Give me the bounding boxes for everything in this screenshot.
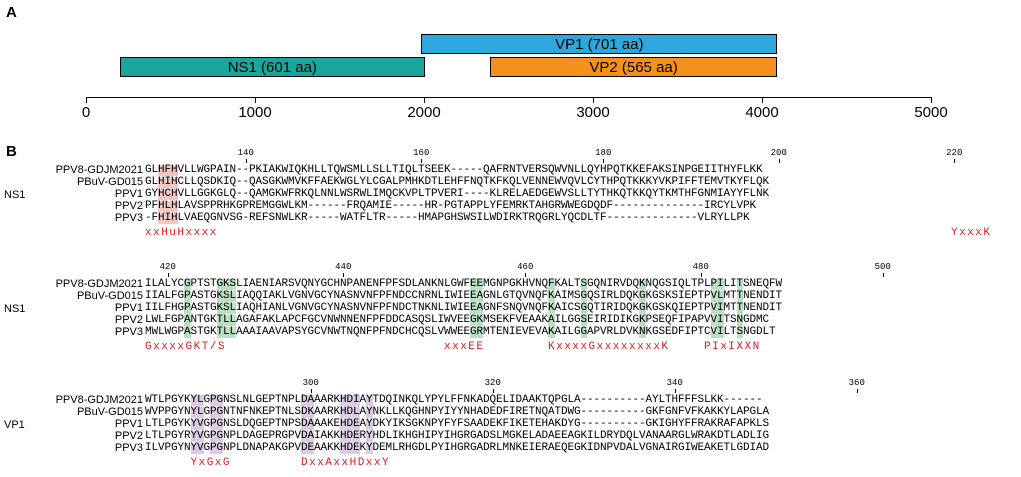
position-mark (525, 273, 527, 277)
axis-tick (255, 97, 256, 103)
sequence-name: PPV2 (114, 200, 143, 212)
position-label: 140 (237, 148, 254, 158)
sequence-name: PPV8-GDJM2021 (55, 394, 143, 406)
position-mark (492, 389, 494, 393)
sequence-row: WTLPGYKYLGPGNSLNLGEPTNPLDAAARKHDIAYTDQIN… (145, 394, 763, 406)
position-label: 320 (484, 378, 501, 388)
sequence-name: PBuV-GD015 (76, 290, 143, 302)
sequence-row: IIALFGPASTGKSLIAQQIAKLVGNVGCYNASNVNFPFND… (145, 290, 783, 302)
position-mark (343, 273, 345, 277)
sequence-row: LTLPGYKYVGPGNSLDQGEPTNPSDAAAKEHDEAYDKYIK… (145, 418, 770, 430)
sequence-row: GLHFHVLLWGPAIN--PKIAKWIQKHLLTQWSMLLSLLTI… (145, 164, 763, 176)
sequence-name: PBuV-GD015 (76, 406, 143, 418)
position-label: 360 (848, 378, 865, 388)
axis-tick-label: 0 (81, 104, 91, 121)
gene-bar-vp1: VP1 (701 aa) (421, 34, 778, 54)
sequence-row: LTLPGYRYVGPGNPLDAGEPRGPVDAIAKKHDERYHDLIK… (145, 430, 770, 442)
sequence-name: PPV3 (114, 326, 143, 338)
position-mark (167, 273, 169, 277)
sequence-row: GLHIHCLLQSDKIQ--QASGKWMVKFFAEKWGLYLCGALP… (145, 176, 770, 188)
sequence-row: WVPPGYNYLGPGNTNFNKEPTNLSDKAARKHDLAYNKLLK… (145, 406, 770, 418)
gene-bar-vp2: VP2 (565 aa) (489, 57, 778, 77)
protein-label: VP1 (4, 419, 25, 431)
motif-label: xxHuHxxxx (145, 227, 218, 239)
sequence-row: LWLFGPANTGKTLLAGAFAKLAPCFGCVNWNNENFPFDDC… (145, 314, 770, 326)
sequence-row: MWLWGPASTGKTLLAAAIAAVAPSYGCVNWTNQNFPFNDC… (145, 326, 776, 338)
position-label: 440 (335, 262, 352, 272)
position-label: 220 (946, 148, 963, 158)
motif-label: YxGxG (190, 457, 232, 469)
sequence-name: PPV3 (114, 442, 143, 454)
axis-tick (86, 97, 87, 103)
sequence-row: GYHCHVLLGGKGLQ--QAMGKWFRKQLNNLWSRWLIMQCK… (145, 188, 770, 200)
motif-label: DxxAxxHDxxY (301, 457, 391, 469)
motif-label: GxxxxGKT/S (145, 341, 227, 353)
protein-label: NS1 (4, 189, 26, 201)
motif-label: YxxxK (951, 227, 992, 239)
protein-label: NS1 (4, 303, 26, 315)
position-label: 420 (159, 262, 176, 272)
sequence-name: PPV2 (114, 430, 143, 442)
axis-tick-label: 2000 (407, 104, 441, 121)
position-label: 180 (595, 148, 612, 158)
sequence-row: -FHIHLVAEQGNVSG-REFSNWLKR-----WATFLTR---… (145, 212, 750, 224)
position-mark (856, 389, 858, 393)
sequence-row: ILALYCGPTSTGKSLIAENIARSVQNYGCHNPANENFPFS… (145, 278, 783, 290)
position-mark (674, 389, 676, 393)
axis-tick (424, 97, 425, 103)
position-mark (421, 159, 423, 163)
axis-tick (593, 97, 594, 103)
sequence-name: PPV1 (114, 302, 143, 314)
sequence-name: PPV1 (114, 418, 143, 430)
sequence-row: IILFHGPASTGKSLIAQHIANLVGNVGCYNASNVNFPFND… (145, 302, 783, 314)
motif-label: KxxxxGxxxxxxxxK (548, 341, 670, 353)
axis-tick-label: 5000 (914, 104, 948, 121)
position-mark (245, 159, 247, 163)
position-label: 480 (692, 262, 709, 272)
sequence-name: PPV1 (114, 188, 143, 200)
position-label: 460 (517, 262, 534, 272)
position-label: 200 (770, 148, 787, 158)
position-label: 340 (666, 378, 683, 388)
sequence-row: PFHLHLAVSPPRHKGPREMGGWLKM------FRQAMIE--… (145, 200, 757, 212)
axis-tick-label: 3000 (576, 104, 610, 121)
axis-tick (931, 97, 932, 103)
sequence-name: PPV8-GDJM2021 (55, 278, 143, 290)
position-mark (778, 159, 780, 163)
axis-tick-label: 4000 (745, 104, 779, 121)
panel-a-label: A (6, 4, 17, 21)
sequence-name: PPV3 (114, 212, 143, 224)
sequence-name: PPV2 (114, 314, 143, 326)
axis-tick (762, 97, 763, 103)
sequence-name: PBuV-GD015 (76, 176, 143, 188)
position-label: 160 (413, 148, 430, 158)
panel-b-label: B (6, 143, 17, 160)
gene-bar-ns1: NS1 (601 aa) (119, 57, 425, 77)
position-mark (882, 273, 884, 277)
motif-label: PIxIXXN (704, 341, 761, 353)
position-mark (310, 389, 312, 393)
sequence-name: PPV8-GDJM2021 (55, 164, 143, 176)
position-mark (954, 159, 956, 163)
position-mark (603, 159, 605, 163)
position-label: 500 (874, 262, 891, 272)
position-mark (700, 273, 702, 277)
genome-axis-line (86, 97, 931, 98)
sequence-row: ILVPGYNYVGPGNPLDNAPAKGPVDEAAKKHDEKYDEMLR… (145, 442, 770, 454)
position-label: 300 (302, 378, 319, 388)
motif-label: xxxEE (444, 341, 485, 353)
axis-tick-label: 1000 (238, 104, 272, 121)
